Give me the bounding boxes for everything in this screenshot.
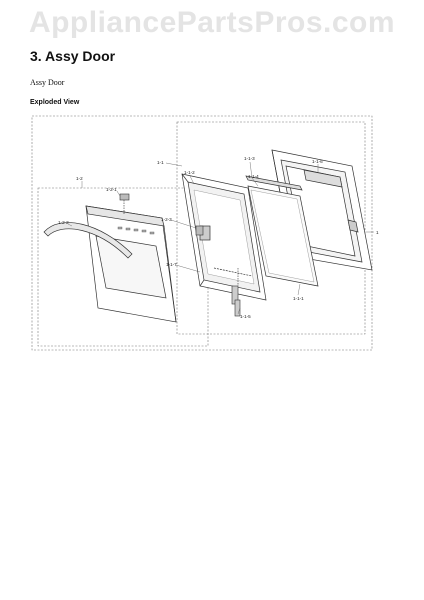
label-1-1-4: 1-1-4 [248,174,259,179]
inner-glass-panel [247,185,319,287]
sub-title: Assy Door [30,78,65,87]
label-1-2-2: 1-2-2 [58,220,69,225]
label-1-2-1: 1-2-1 [106,187,117,192]
control-panel-buttons [117,226,155,235]
label-1-1: 1-1 [157,160,164,165]
view-title: Exploded View [30,99,80,106]
outer-door-panel [85,205,177,323]
inner-door-panel [181,173,267,301]
handle-bracket [119,193,130,214]
label-1-2: 1-2 [76,176,83,181]
inner-door-boundary [176,121,366,335]
label-1-2-3: 1-2-3 [161,217,172,222]
watermark: AppliancePartsPros.com [28,6,396,39]
label-1-1-7: 1-1-7 [166,262,177,267]
label-1-1-1: 1-1-1 [293,296,304,301]
glass-seal-strip [245,175,303,191]
label-1: 1 [376,230,379,235]
leader-lines [67,161,374,315]
label-1-1-2: 1-1-2 [184,170,195,175]
label-1-1-3: 1-1-3 [244,156,255,161]
label-1-1-5: 1-1-5 [240,314,251,319]
section-title: 3. Assy Door [30,48,116,64]
label-1-1-6: 1-1-6 [312,159,323,164]
outer-assembly-boundary [31,115,373,351]
handle-clip [195,225,204,236]
